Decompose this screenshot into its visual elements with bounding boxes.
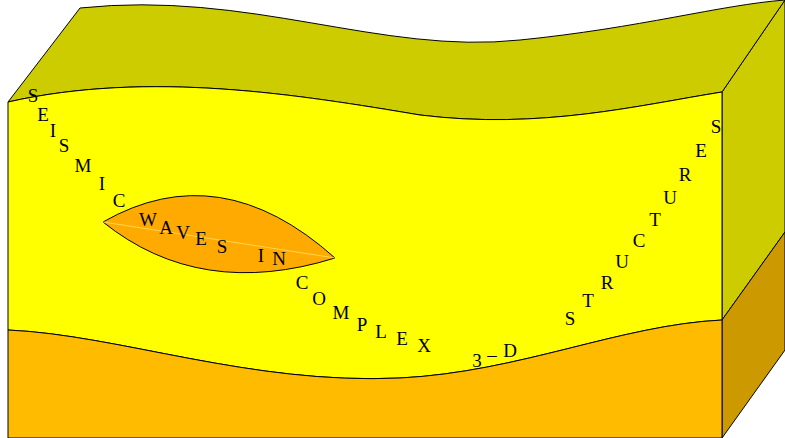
lower-layer — [8, 320, 722, 438]
label-letter: E — [396, 329, 408, 348]
label-letter: E — [695, 141, 707, 160]
label-letter: O — [312, 289, 326, 308]
label-letter: S — [711, 117, 722, 136]
label-letter: A — [159, 218, 173, 237]
side-face-lower — [722, 232, 785, 438]
label-letter: V — [176, 223, 190, 242]
label-letter: U — [615, 252, 629, 271]
label-letter: E — [37, 105, 49, 124]
label-letter: I — [258, 246, 264, 265]
label-letter: I — [50, 121, 56, 140]
label-letter: N — [272, 249, 286, 268]
label-letter: T — [582, 291, 594, 310]
label-letter: U — [663, 188, 677, 207]
label-letter: C — [633, 231, 646, 250]
label-letter: S — [217, 237, 228, 256]
label-letter: W — [139, 210, 157, 229]
label-letter: D — [503, 341, 517, 360]
label-letter: C — [113, 191, 126, 210]
label-letter: S — [565, 309, 576, 328]
upper-layer — [8, 87, 722, 379]
label-letter: I — [99, 174, 105, 193]
label-letter: M — [333, 303, 350, 322]
lens-body — [103, 196, 335, 273]
label-letter: S — [59, 136, 70, 155]
label-letter: P — [357, 315, 368, 334]
label-letter: R — [679, 165, 692, 184]
label-letter: C — [296, 273, 309, 292]
label-letter: T — [649, 210, 661, 229]
label-letter: M — [75, 156, 92, 175]
label-letter: S — [28, 86, 39, 105]
label-letter: R — [601, 273, 614, 292]
label-letter: L — [375, 322, 387, 341]
label-letter: 3 — [472, 351, 482, 370]
lens-inner-line — [103, 222, 335, 258]
label-letter: E — [195, 229, 207, 248]
label-letter: – — [487, 345, 497, 364]
label-letter: X — [417, 336, 431, 355]
